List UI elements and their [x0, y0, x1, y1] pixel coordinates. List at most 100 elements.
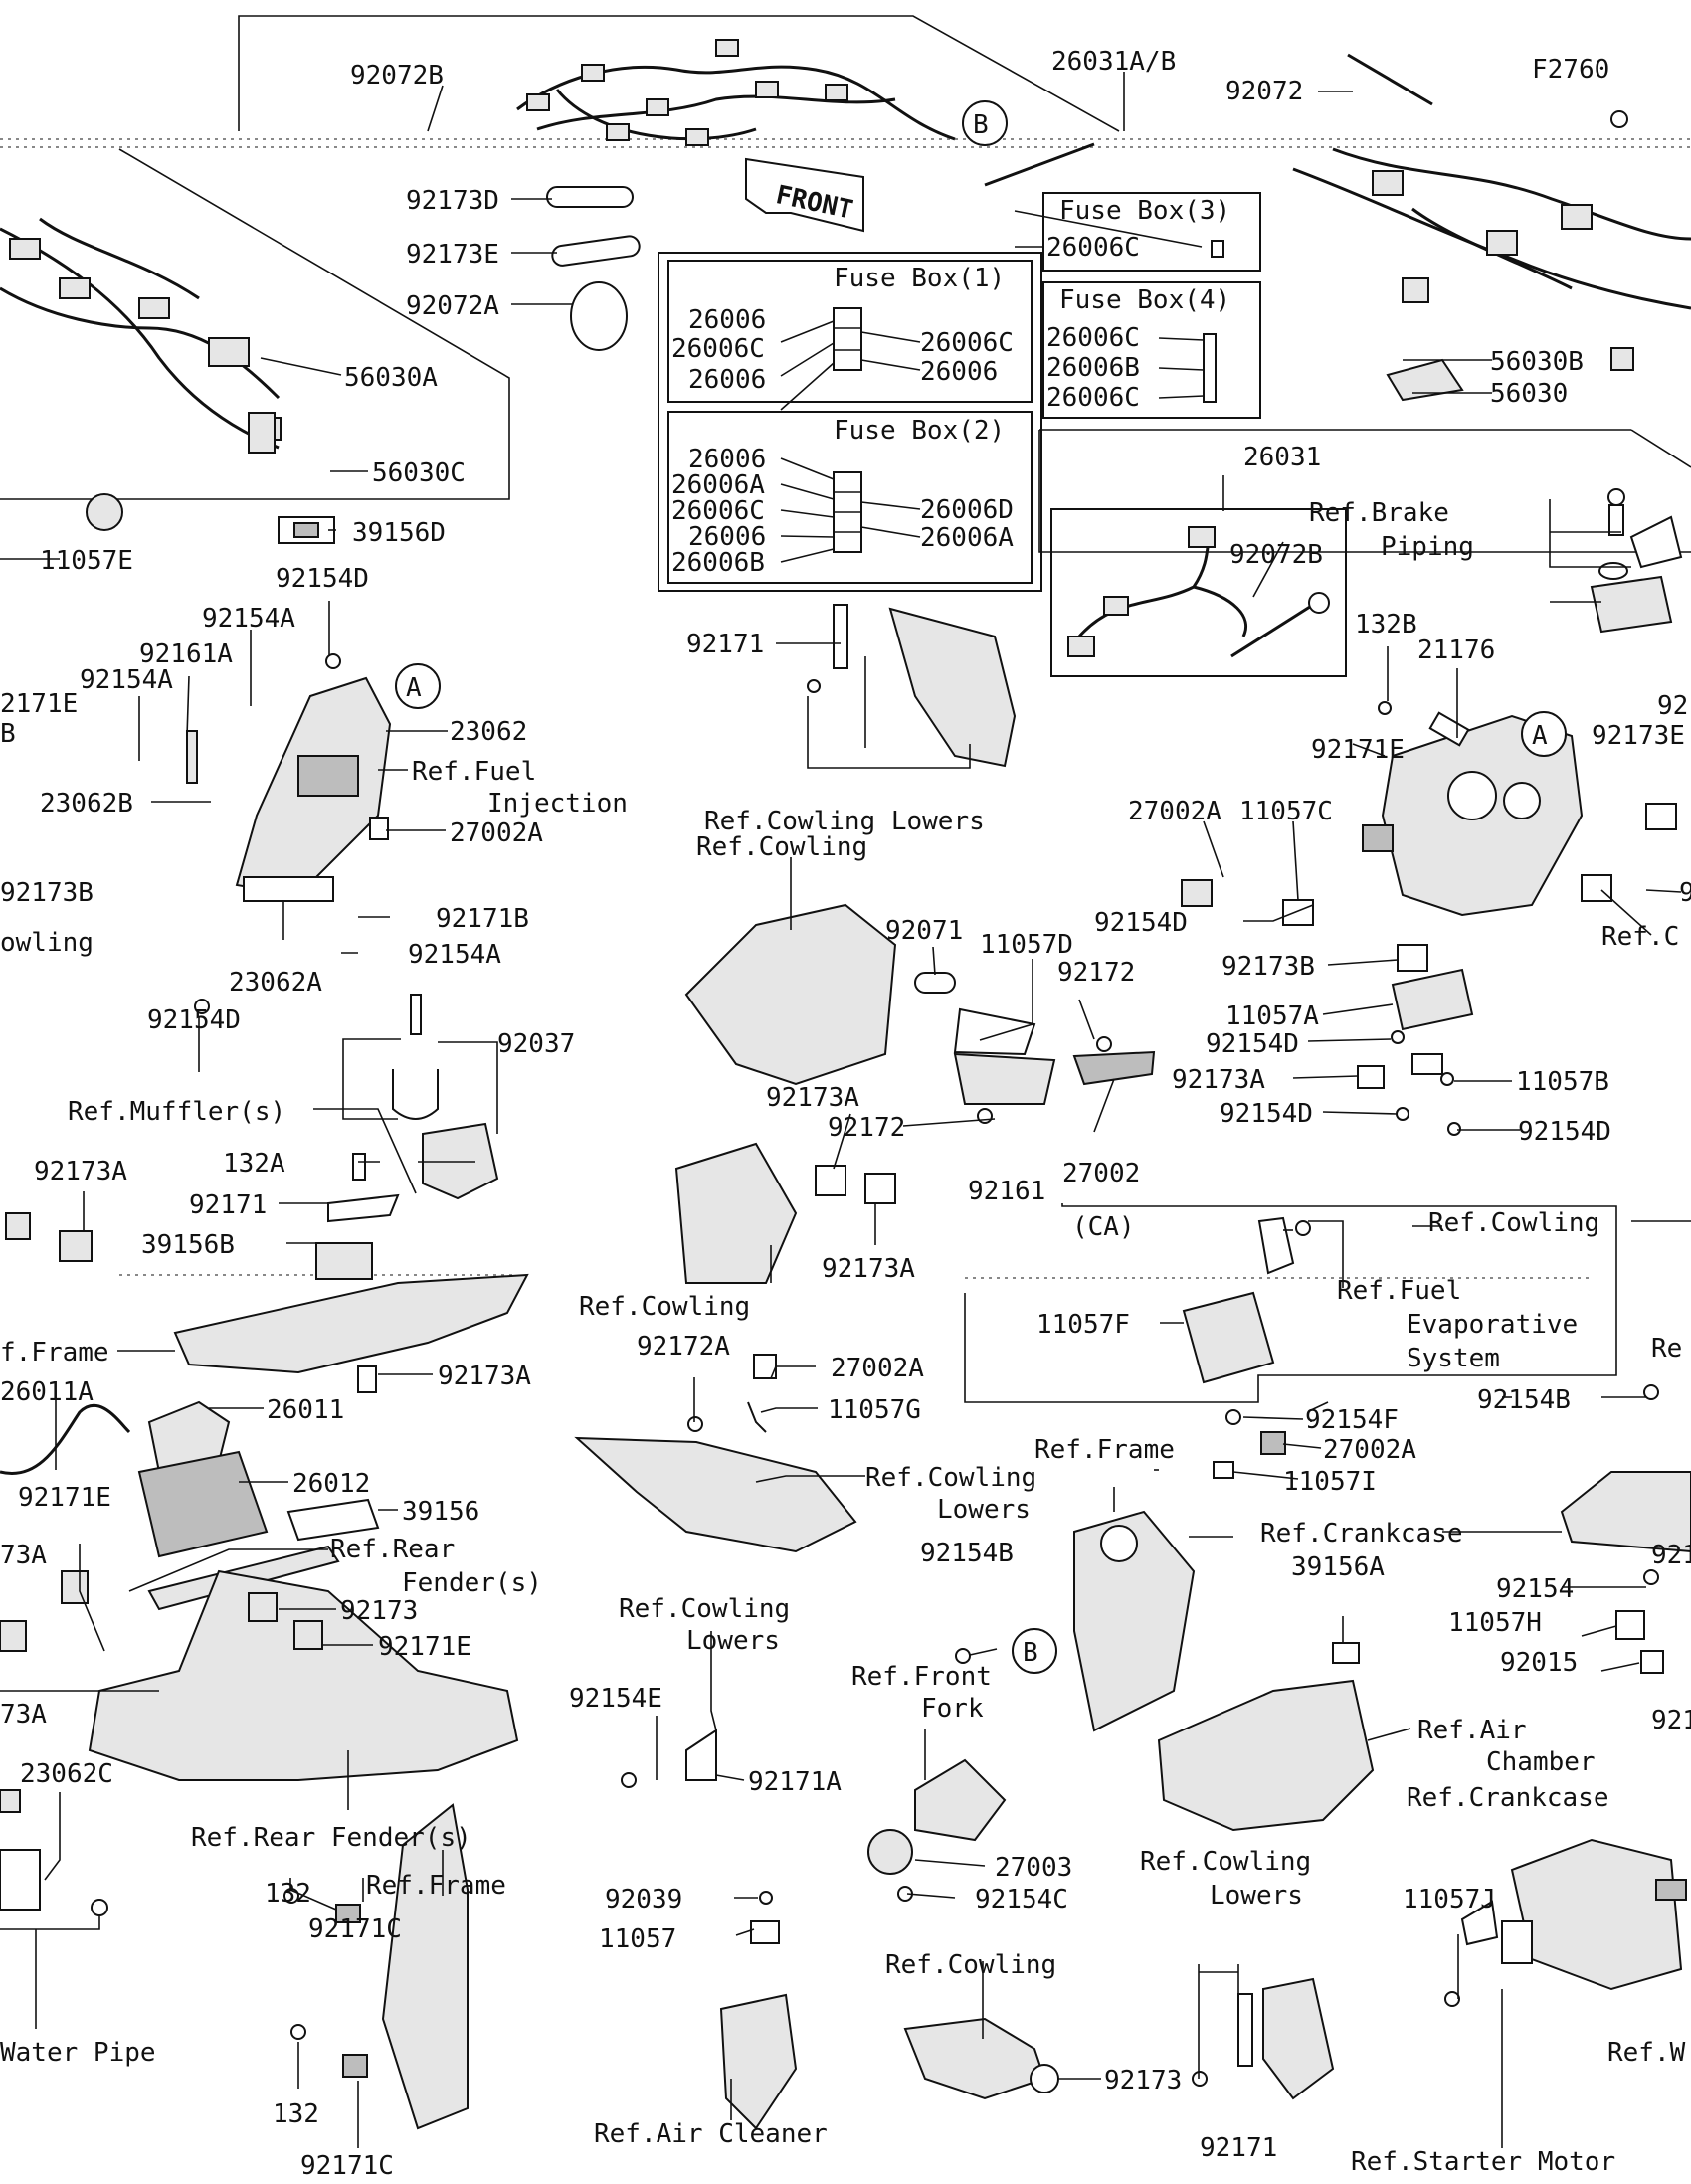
label-92173e: 92173E: [406, 240, 499, 270]
label-92173a-m: 92173A: [438, 1362, 531, 1391]
label-92037: 92037: [497, 1029, 575, 1059]
fuse-box-4-l3: 26006C: [1046, 383, 1140, 413]
label-owling: owling: [0, 928, 94, 958]
label-ca-marker: (CA): [1072, 1212, 1135, 1242]
label-92154d-b: 92154D: [147, 1005, 241, 1035]
label-92171e-m: 92171E: [18, 1483, 111, 1513]
label-ref-w: Ref.W: [1607, 2038, 1686, 2068]
label-11057b: 11057B: [1516, 1067, 1609, 1097]
label-ref-frame-center: Ref.Frame: [1034, 1435, 1175, 1465]
left-under-tray: [173, 1273, 529, 1393]
label-lowers-b: Lowers: [686, 1626, 780, 1656]
air-chamber: [1157, 1642, 1375, 1832]
label-921-right: 921: [1651, 1541, 1691, 1570]
label-ref-frame-left: f.Frame: [0, 1338, 109, 1367]
label-11057c: 11057C: [1239, 797, 1333, 826]
label-92154-right: 92154: [1496, 1574, 1574, 1604]
center-frame: [955, 1409, 1286, 1732]
label-921-right2: 921: [1651, 1706, 1691, 1735]
air-cleaner-cover: [719, 1891, 798, 2130]
label-92072b-top: 92072B: [350, 61, 444, 91]
label-92015: 92015: [1500, 1648, 1578, 1678]
label-56030: 56030: [1490, 379, 1568, 409]
label-ref-brake: Ref.Brake: [1309, 498, 1449, 528]
label-ref-cowling-c: Ref.Cowling: [579, 1292, 750, 1322]
label-ref-rear-fender2: Ref.Rear Fender(s): [191, 1823, 471, 1853]
fuse-box-2-title: Fuse Box(2): [834, 416, 1005, 446]
sub-harness-26031: [1050, 508, 1347, 677]
clamp-parts-top: [546, 53, 1628, 351]
label-11057a: 11057A: [1225, 1001, 1319, 1031]
meter-bracket-right: [1181, 701, 1677, 1136]
label-11057: 11057: [599, 1924, 676, 1954]
label-92154d-r4: 92154D: [1518, 1117, 1611, 1147]
label-23062: 23062: [450, 717, 527, 747]
label-21176: 21176: [1417, 636, 1495, 665]
marker-a-right: A: [1532, 721, 1548, 751]
fuse-box-1-l3: 26006: [688, 365, 766, 395]
label-26031ab: 26031A/B: [1051, 47, 1176, 77]
label-ref-air: Ref.Air: [1417, 1716, 1527, 1745]
label-92173a-c2: 92173A: [822, 1254, 915, 1284]
label-92173b-left: 92173B: [0, 878, 94, 908]
label-92161a: 92161A: [139, 639, 233, 669]
label-92173a-c: 92173A: [766, 1083, 859, 1113]
label-92171a: 92171A: [748, 1767, 842, 1797]
label-ref-cowling-lw: Ref.Cowling: [865, 1463, 1036, 1493]
label-11057d: 11057D: [980, 930, 1073, 960]
brake-piping-bracket: [1590, 488, 1683, 634]
left-bracket-assembly: [186, 653, 392, 1014]
label-27002a-c2: 27002A: [1323, 1435, 1416, 1465]
part-labels: F2760 92072B 26031A/B 92072 92173D 92173…: [0, 47, 1691, 2181]
right-engine-parts: [1560, 1384, 1691, 1674]
marker-b-top: B: [973, 110, 989, 140]
label-92173-m: 92173: [340, 1596, 418, 1626]
label-re-right: Re: [1651, 1334, 1682, 1364]
fuse-box-labels: Fuse Box(1) 26006 26006C 26006 26006C 26…: [671, 196, 1230, 578]
fuse-box-2-l5: 26006B: [671, 548, 765, 578]
label-56030a: 56030A: [344, 363, 438, 393]
fuse-box-2-l4: 26006: [688, 522, 766, 552]
fuse-box-2-r1: 26006D: [920, 495, 1014, 525]
label-11057f: 11057F: [1036, 1310, 1130, 1340]
label-92154d-r1: 92154D: [1094, 908, 1188, 938]
label-56030c: 56030C: [372, 458, 466, 488]
label-ref-cowling-lw2: Ref.Cowling: [619, 1594, 790, 1624]
label-92171e-m2: 92171E: [378, 1632, 471, 1662]
label-92071: 92071: [885, 916, 963, 946]
crankcase-right: [1444, 1838, 1687, 2007]
label-92154a-c: 92154A: [408, 940, 501, 970]
frame-lines: [0, 15, 1691, 1279]
label-system: System: [1407, 1344, 1500, 1373]
fuse-box-1-r2: 26006: [920, 357, 998, 387]
label-27003: 27003: [995, 1853, 1072, 1883]
label-lowers-a: Lowers: [937, 1495, 1031, 1525]
label-evaporative: Evaporative: [1407, 1310, 1578, 1340]
label-132-b: 132: [273, 2099, 319, 2129]
clip-92171a-assembly: [621, 1729, 717, 1788]
diagram-code: F2760: [1532, 55, 1609, 85]
marker-circles: A A B B: [395, 100, 1567, 1674]
label-11057h: 11057H: [1448, 1608, 1542, 1638]
label-92171e-left: 2171E: [0, 689, 78, 719]
label-92154c: 92154C: [975, 1885, 1068, 1914]
label-92154b: 92154B: [920, 1539, 1014, 1568]
label-27002a-c: 27002A: [831, 1354, 924, 1383]
label-27002a-right: 27002A: [1128, 797, 1221, 826]
label-piping: Piping: [1381, 532, 1474, 562]
label-27002: 27002: [1062, 1159, 1140, 1188]
label-92154f: 92154F: [1305, 1405, 1399, 1435]
label-26011a: 26011A: [0, 1377, 94, 1407]
left-wire-harness: [0, 217, 335, 544]
label-ref-frame-bottom: Ref.Frame: [366, 1871, 506, 1901]
fuse-box-1-l1: 26006: [688, 305, 766, 335]
label-fork: Fork: [921, 1694, 984, 1724]
frame-bracket-bottom-left: [283, 1803, 469, 2130]
fuse-block-drawings: [833, 240, 1224, 553]
label-ref-crankcase: Ref.Crankcase: [1260, 1519, 1463, 1548]
fuse-box-group: [658, 192, 1261, 592]
fuse-box-1-title: Fuse Box(1): [834, 264, 1005, 293]
label-23062b: 23062B: [40, 789, 133, 819]
label-132b: 132B: [1355, 610, 1417, 639]
